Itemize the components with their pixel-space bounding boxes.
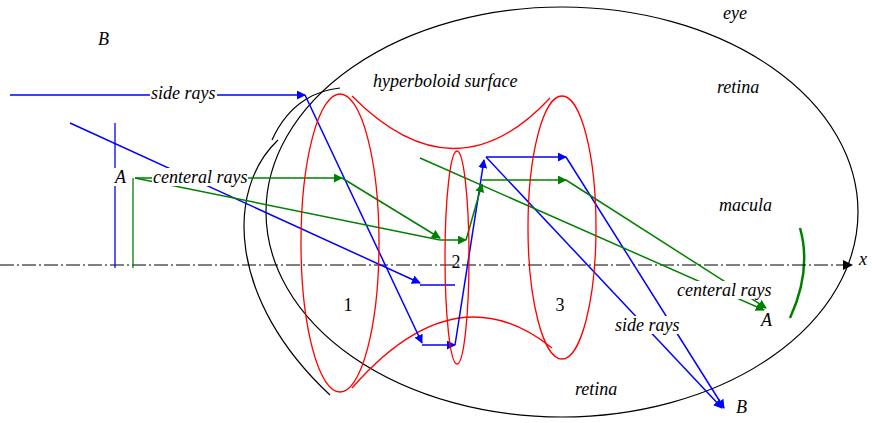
- diagram-label: A: [760, 311, 773, 329]
- hyperboloid-surface: [352, 96, 550, 149]
- object-b: [114, 123, 115, 268]
- eyeball-outline: [266, 7, 858, 417]
- lens-outline: [528, 96, 596, 359]
- side-ray: [420, 284, 455, 286]
- diagram-label: side rays: [614, 316, 681, 334]
- lens-outline: [301, 94, 379, 392]
- central-ray: [440, 239, 466, 241]
- lens-outline: [445, 151, 469, 364]
- diagram-label: retina: [716, 78, 760, 96]
- diagram-label: eye: [722, 4, 748, 22]
- lens-element: 1: [300, 93, 380, 393]
- central-ray: [135, 178, 440, 240]
- diagram-label: centeral rays: [676, 281, 772, 299]
- diagram-label: centeral rays: [152, 168, 248, 186]
- lens-number: 3: [556, 296, 565, 314]
- central-ray: [342, 178, 440, 238]
- diagram-label: B: [97, 30, 110, 48]
- lens-element: 2: [444, 150, 470, 365]
- lens-outline: [300, 93, 380, 393]
- diagram-label: macula: [718, 196, 773, 214]
- side-ray: [305, 95, 422, 343]
- lens-outline: [527, 95, 597, 360]
- diagram-label: x: [858, 250, 868, 268]
- side-ray: [486, 156, 566, 158]
- side-ray: [70, 123, 420, 283]
- lens-element: 3: [527, 95, 597, 360]
- diagram-label: retina: [574, 380, 618, 398]
- diagram-label: hyperboloid surface: [372, 72, 518, 90]
- optical-axis: [0, 265, 852, 266]
- diagram-label: B: [735, 398, 748, 416]
- lens-number: 1: [344, 296, 353, 314]
- macula-arc: [790, 228, 804, 318]
- diagram-label: A: [114, 168, 127, 186]
- lens-number: 2: [452, 253, 461, 271]
- object-a: [132, 178, 133, 268]
- diagram-label: side rays: [150, 84, 217, 102]
- central-ray: [482, 179, 566, 181]
